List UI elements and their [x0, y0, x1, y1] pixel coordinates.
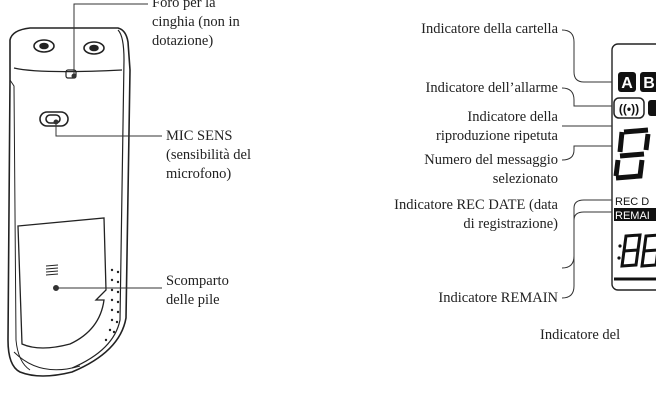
- label-strap-hole-line3: dotazione): [152, 33, 214, 49]
- alarm-icon: ((•)): [619, 102, 639, 116]
- leader-lines-left: [53, 3, 162, 291]
- folder-a-indicator: [618, 72, 636, 92]
- label-bottom-cut: Indicatore del: [540, 327, 621, 343]
- label-repeat-line1: Indicatore della: [467, 109, 558, 125]
- label-battery-line2: delle pile: [166, 292, 220, 308]
- label-rec-date-indicator: Indicatore REC DATE (data di registrazio…: [394, 196, 558, 234]
- remain-text: REMAI: [615, 210, 650, 222]
- label-mic-sens: MIC SENS (sensibilità del microfono): [166, 127, 251, 184]
- label-folder-indicator: Indicatore della cartella: [421, 21, 558, 37]
- label-mic-sens-line3: microfono): [166, 166, 232, 182]
- label-repeat-line2: riproduzione ripetuta: [436, 128, 558, 144]
- folder-a-letter: A: [621, 75, 633, 92]
- label-mic-sens-line1: MIC SENS: [166, 128, 233, 144]
- label-alarm-indicator: Indicatore dell’allarme: [425, 80, 558, 96]
- label-battery-compartment: Scomparto delle pile: [166, 272, 229, 310]
- label-battery-line1: Scomparto: [166, 273, 229, 289]
- folder-b-letter: B: [643, 75, 655, 92]
- folder-b-indicator: [640, 72, 656, 92]
- label-message-number-line1: Numero del messaggio: [424, 152, 558, 168]
- label-strap-hole: Foro per la cinghia (non in dotazione): [152, 0, 240, 51]
- leader-lines-right: [561, 29, 612, 299]
- remaining-time-digits: [620, 233, 656, 268]
- label-rec-date-line2: di registrazione): [463, 216, 558, 232]
- label-strap-hole-line2: cinghia (non in: [152, 14, 240, 30]
- label-message-number-line2: selezionato: [492, 171, 558, 187]
- label-repeat-indicator: Indicatore della riproduzione ripetuta: [436, 108, 558, 146]
- label-rec-date-line1: Indicatore REC DATE (data: [394, 197, 558, 213]
- label-remain-indicator: Indicatore REMAIN: [438, 290, 558, 306]
- lcd-display: A B ((•)) REC D REMAI: [611, 43, 656, 291]
- label-message-number: Numero del messaggio selezionato: [424, 151, 558, 189]
- label-mic-sens-line2: (sensibilità del: [166, 147, 251, 163]
- message-number-digit: [613, 127, 649, 181]
- rec-date-text: REC D: [615, 196, 649, 208]
- voice-recorder-device: [7, 27, 131, 377]
- label-strap-hole-line1: Foro per la: [152, 0, 216, 11]
